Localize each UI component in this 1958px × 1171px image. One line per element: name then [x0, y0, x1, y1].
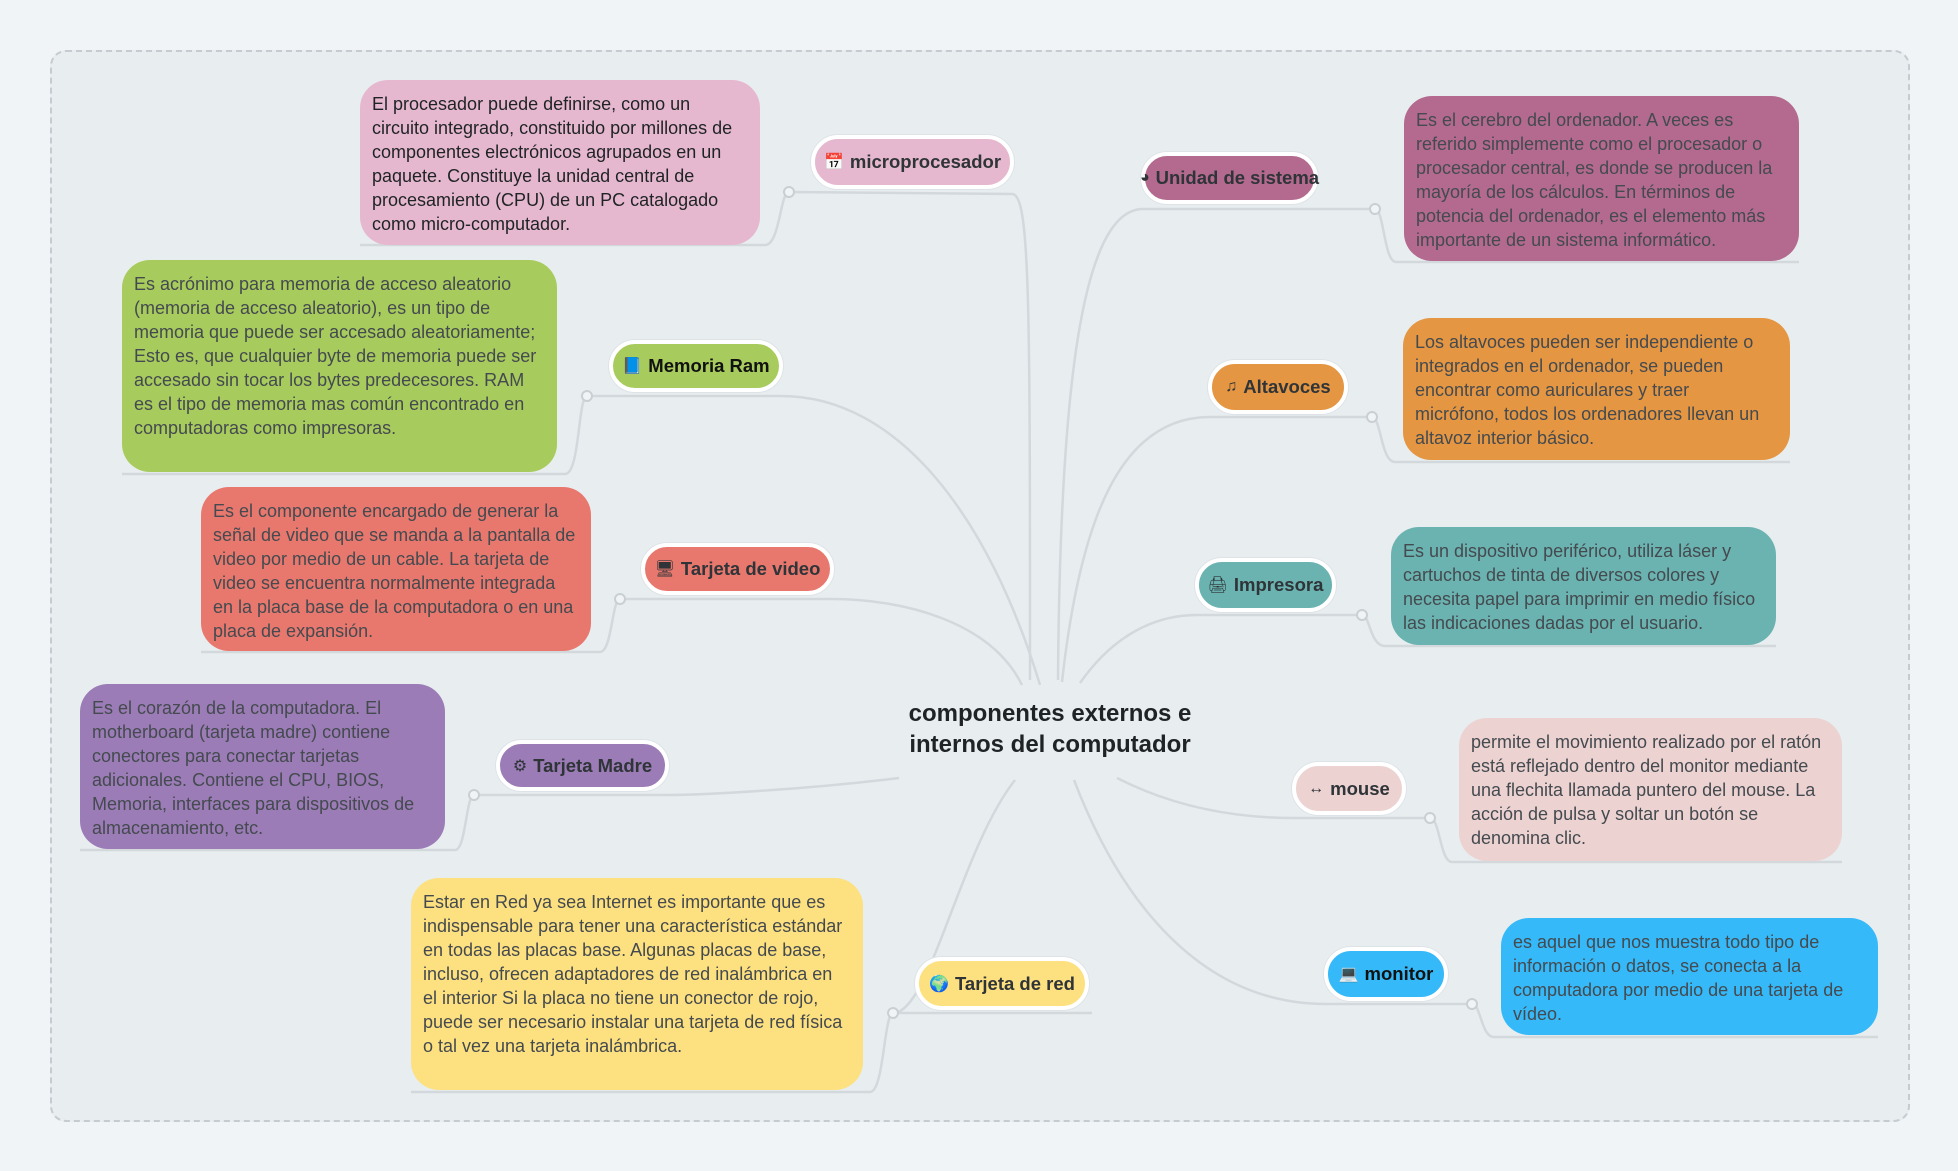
collapse-handle-micro — [783, 186, 795, 198]
description-monitor[interactable]: es aquel que nos muestra todo tipo de in… — [1501, 918, 1878, 1035]
collapse-handle-ram — [581, 390, 593, 402]
collapse-handle-red — [887, 1007, 899, 1019]
topic-label: Impresora — [1233, 574, 1324, 595]
topic-unidad-sistema[interactable]: ◕ Unidad de sistema — [1139, 152, 1320, 204]
topic-memoria-ram[interactable]: 📘 Memoria Ram — [609, 340, 783, 392]
description-unidad-sistema[interactable]: Es el cerebro del ordenador. A veces es … — [1404, 96, 1799, 261]
topic-label: mouse — [1330, 777, 1390, 799]
topic-microprocesador[interactable]: 📅 microprocesador — [811, 135, 1014, 189]
topic-label: microprocesador — [849, 151, 1002, 172]
topic-tarjeta-video[interactable]: 🖥 Tarjeta de video — [641, 543, 834, 595]
pie-chart-icon: ◕ — [1139, 169, 1150, 186]
description-tarjeta-video[interactable]: Es el componente encargado de generar la… — [201, 487, 591, 651]
topic-mouse[interactable]: ↔ mouse — [1292, 762, 1406, 815]
description-microprocesador[interactable]: El procesador puede definirse, como un c… — [360, 80, 760, 245]
description-mouse[interactable]: permite el movimiento realizado por el r… — [1459, 718, 1842, 861]
topic-tarjeta-madre[interactable]: ⚙ Tarjeta Madre — [496, 740, 669, 791]
central-topic[interactable]: componentes externos e internos del comp… — [908, 700, 1192, 758]
topic-label: Unidad de sistema — [1155, 167, 1320, 188]
topic-label: Tarjeta de red — [954, 972, 1075, 994]
collapse-handle-madre — [468, 789, 480, 801]
description-memoria-ram[interactable]: Es acrónimo para memoria de acceso aleat… — [122, 260, 557, 472]
description-tarjeta-red[interactable]: Estar en Red ya sea Internet es importan… — [411, 878, 863, 1090]
laptop-icon: 💻 — [1338, 966, 1359, 983]
music-note-icon: ♫ — [1225, 378, 1238, 395]
collapse-handle-altavoces — [1366, 411, 1378, 423]
globe-icon: 🌍 — [929, 975, 949, 993]
topic-label: monitor — [1364, 963, 1434, 984]
printer-icon: 🖨 — [1207, 577, 1228, 594]
topic-tarjeta-red[interactable]: 🌍 Tarjeta de red — [915, 957, 1089, 1010]
topic-monitor[interactable]: 💻 monitor — [1324, 947, 1448, 1001]
topic-label: Tarjeta de video — [680, 558, 821, 579]
description-tarjeta-madre[interactable]: Es el corazón de la computadora. El moth… — [80, 684, 445, 849]
topic-label: Memoria Ram — [648, 355, 770, 376]
calendar-icon: 📅 — [823, 154, 844, 171]
topic-altavoces[interactable]: ♫ Altavoces — [1208, 360, 1348, 414]
topic-label: Altavoces — [1243, 376, 1331, 397]
description-impresora[interactable]: Es un dispositivo periférico, utiliza lá… — [1391, 527, 1776, 645]
left-right-arrow-icon: ↔ — [1308, 779, 1325, 797]
book-icon: 📘 — [622, 358, 643, 375]
collapse-handle-video — [614, 593, 626, 605]
collapse-handle-unidad — [1369, 203, 1381, 215]
desktop-icon: 🖥 — [654, 561, 675, 578]
topic-label: Tarjeta Madre — [533, 754, 653, 776]
collapse-handle-mouse — [1424, 812, 1436, 824]
topic-impresora[interactable]: 🖨 Impresora — [1195, 558, 1336, 612]
collapse-handle-impresora — [1356, 609, 1368, 621]
description-altavoces[interactable]: Los altavoces pueden ser independiente o… — [1403, 318, 1790, 460]
collapse-handle-monitor — [1466, 998, 1478, 1010]
gear-icon: ⚙ — [512, 757, 528, 775]
